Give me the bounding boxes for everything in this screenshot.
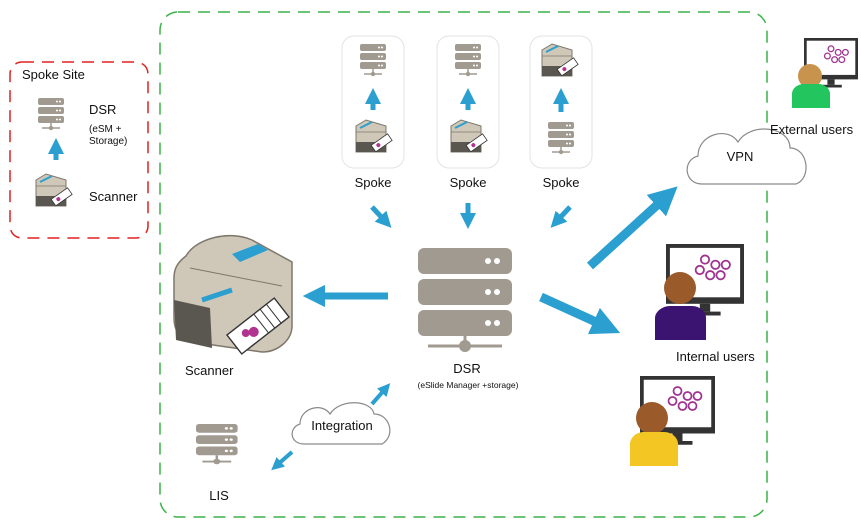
arrow-integration-to-lis <box>271 450 294 471</box>
external-users-label: External users <box>770 122 854 137</box>
spoke-site-dsr-server-icon <box>37 97 65 131</box>
spoke-site-dsr-sub-line1: (eSM + <box>89 124 122 135</box>
lis-server-icon <box>194 422 239 466</box>
spoke-label-1: Spoke <box>354 175 392 190</box>
integration-label: Integration <box>311 418 373 433</box>
hub-scanner-label: Scanner <box>185 363 234 378</box>
spoke-site-scanner-label: Scanner <box>89 189 138 204</box>
spoke-card-3 <box>529 35 593 169</box>
spoke-card-1 <box>341 35 405 169</box>
spoke-site-scanner-icon <box>35 173 74 207</box>
spoke-site-dsr-sub-line2: Storage) <box>89 136 128 147</box>
integration-cloud-icon <box>291 402 391 445</box>
arrow-dsr-to-vpn <box>586 186 678 270</box>
spoke-label-2: Spoke <box>449 175 487 190</box>
spoke-label-3: Spoke <box>542 175 580 190</box>
arrow-integration-to-dsr <box>370 383 391 406</box>
spoke-card-2 <box>436 35 500 169</box>
internal-users-label: Internal users <box>676 349 755 364</box>
spoke-site-border <box>9 61 149 239</box>
external-user-icon <box>792 37 859 108</box>
dsr-sublabel: (eSlide Manager +storage) <box>417 380 519 390</box>
hub-border <box>159 11 768 518</box>
hub-scanner-icon <box>173 234 293 355</box>
arrow-dsr-to-internal-users <box>539 292 621 335</box>
vpn-cloud-icon <box>686 128 807 185</box>
lis-label: LIS <box>209 488 229 503</box>
internal-user-purple-icon <box>655 243 745 340</box>
arrow-spoke3-to-dsr <box>550 205 572 228</box>
dsr-server-icon <box>418 248 512 352</box>
spoke-site-dsr-label: DSR <box>89 102 117 117</box>
arrow-spoke1-to-dsr <box>370 205 392 228</box>
internal-user-yellow-icon <box>630 375 716 466</box>
vpn-label: VPN <box>726 149 754 164</box>
dsr-label: DSR <box>453 361 481 376</box>
spoke-site-title: Spoke Site <box>22 67 85 82</box>
